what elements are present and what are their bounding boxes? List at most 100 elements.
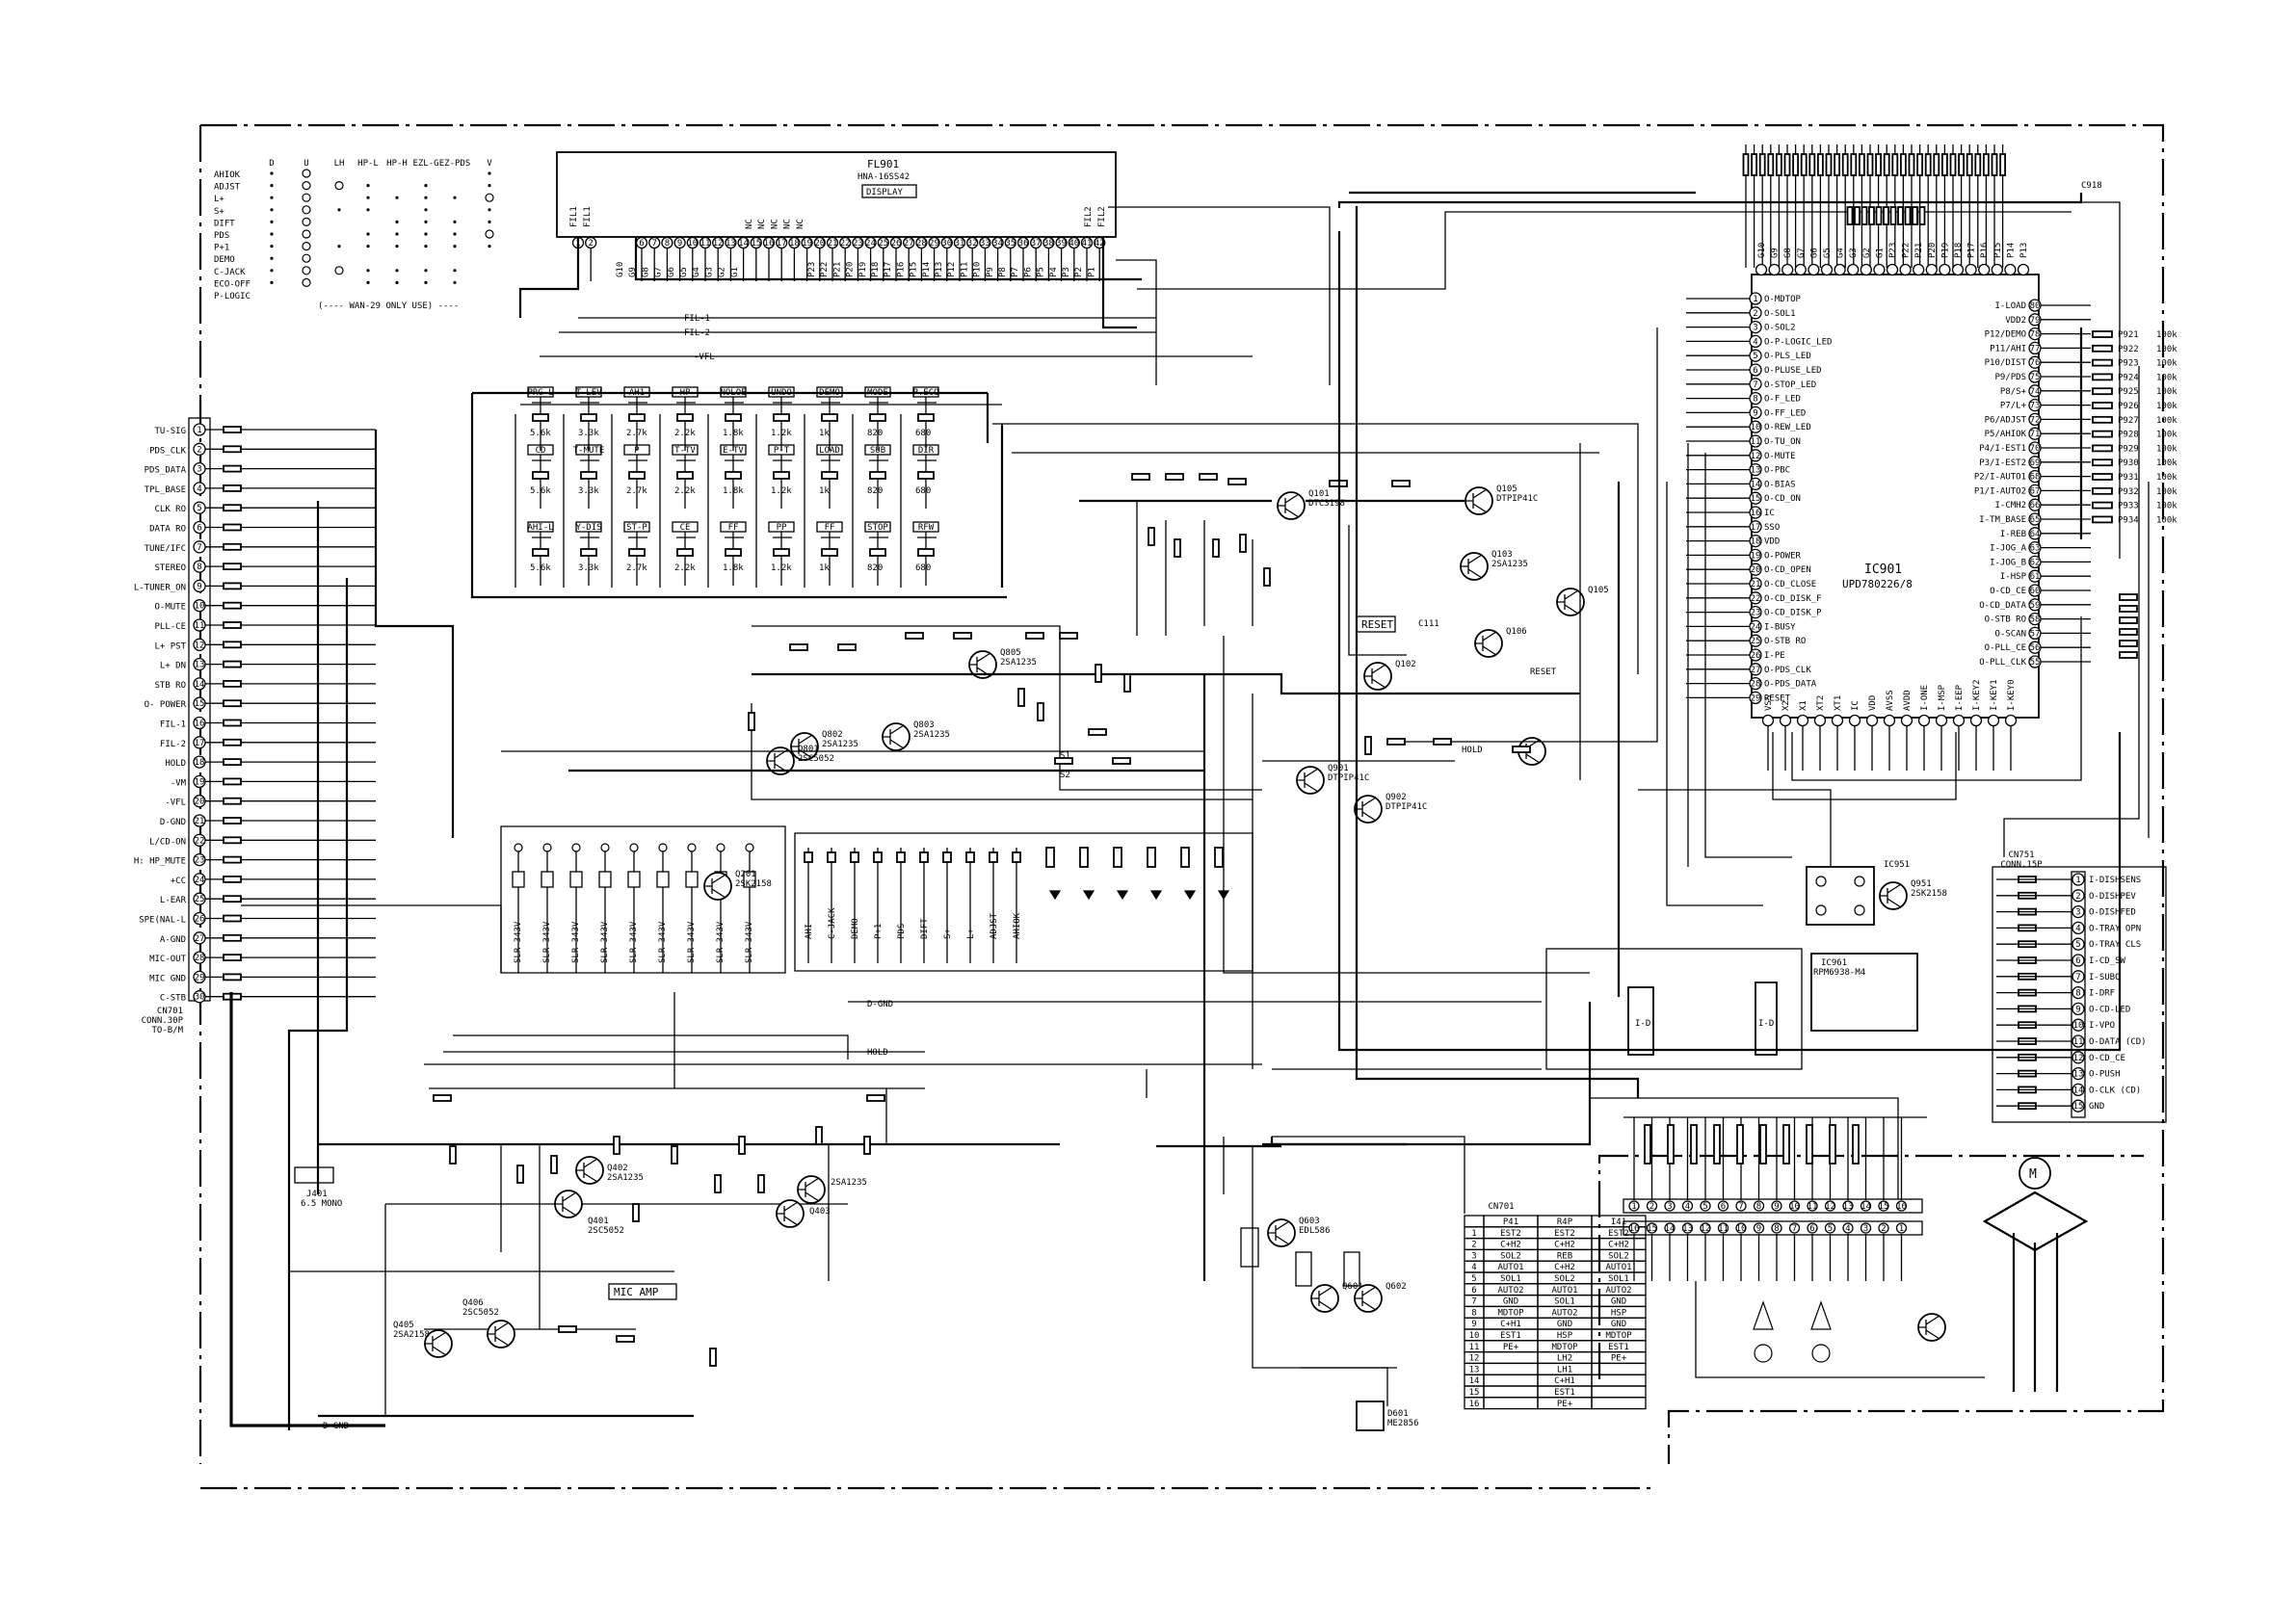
fan-resistor	[1841, 153, 1849, 176]
ladder-resistor	[676, 413, 694, 422]
display-pin-number: 20	[814, 239, 825, 249]
ic-left-pin-label: RESET	[1764, 694, 1791, 703]
display-seg-label: P16	[896, 262, 906, 277]
display-grid-label: G9	[628, 267, 638, 277]
led-function: P+1	[874, 924, 884, 939]
legend-col-label: LH	[334, 159, 345, 169]
pin-number: 27	[1751, 666, 1761, 675]
led	[571, 843, 581, 852]
deck-pin	[1842, 1222, 1854, 1234]
fan-resistor	[1825, 153, 1833, 176]
ic-top-pin	[2017, 263, 2030, 276]
display-pin-number: 35	[1005, 239, 1016, 249]
deck-resistor	[1690, 1124, 1698, 1165]
ic-right-pin-label: P9/PDS	[1994, 373, 2026, 382]
pin-number: 6	[1753, 366, 1757, 376]
display-pin-number: 10	[687, 239, 698, 249]
display-seg-label: P13	[935, 262, 944, 277]
table-cell-text: PE+	[1611, 1354, 1627, 1364]
pin-number: 1	[1753, 295, 1757, 304]
q405-part: 2SA2158	[393, 1330, 430, 1340]
ic-left-pin-label: O-SOL1	[1764, 309, 1796, 319]
fan-resistor	[1742, 153, 1750, 176]
pin-number: 5	[197, 504, 201, 513]
pin-number: 66	[2030, 501, 2041, 510]
deck-pin	[1717, 1200, 1729, 1212]
ic-top-pin	[1847, 263, 1860, 276]
deck-pin-number: 15	[1879, 1202, 1889, 1212]
pin-number: 6	[2075, 956, 2080, 966]
ic-left-pin-label: I-PE	[1764, 651, 1785, 661]
pin-number: 18	[195, 758, 205, 768]
display-pin-number: 17	[777, 239, 787, 249]
deck-pin	[1664, 1200, 1676, 1212]
ic-top-pin	[1899, 263, 1912, 276]
ic-bottom-pin-label: AVSS	[1886, 690, 1895, 711]
display-fil-label: FIL1	[569, 206, 579, 227]
led-resistor	[827, 851, 836, 863]
connector-pin-label: DATA RO	[149, 525, 186, 535]
connector-pin-label: O-TRAY CLS	[2089, 940, 2141, 950]
pullup-value: 100k	[2156, 444, 2177, 454]
fan-resistor	[1889, 206, 1897, 225]
fan-resistor	[1854, 206, 1861, 225]
led-box	[598, 871, 612, 888]
connector-pin-label: O-TRAY OPN	[2089, 924, 2141, 933]
resistor	[223, 504, 242, 512]
table-cell-text: GND	[1557, 1320, 1572, 1329]
pin-number: 7	[1753, 380, 1757, 390]
diode	[1183, 890, 1197, 901]
legend-dot	[424, 245, 428, 249]
pullup-value: 100k	[2156, 515, 2177, 525]
connector-pin-label: O-CD_CE	[2089, 1054, 2125, 1063]
display-bus	[518, 191, 2083, 385]
pullup-ref: P932	[2118, 487, 2139, 497]
resistor	[1148, 527, 1155, 546]
cap	[2119, 628, 2138, 636]
resistor	[616, 1335, 635, 1343]
legend-row-label: DIFT	[214, 219, 235, 228]
ic-top-pin	[2004, 263, 2017, 276]
resistor-value: 680	[915, 429, 931, 438]
pin-number: 10	[195, 602, 205, 612]
pin-number: 21	[195, 817, 205, 826]
q406-ref: Q406	[462, 1298, 484, 1308]
transistor-ref: Q101	[1308, 489, 1330, 499]
legend-row-label: DEMO	[214, 255, 235, 265]
switch-name: P	[634, 446, 640, 456]
fan-resistor	[1897, 206, 1904, 225]
pin-number: 18	[1751, 537, 1761, 547]
ic-right-pin-label: O-CD_CE	[1990, 587, 2026, 596]
legend-dot	[488, 208, 491, 212]
connector-pin-label: FIL-2	[160, 740, 186, 749]
relay-block	[1806, 866, 1875, 926]
switch-name: SUB	[870, 446, 885, 456]
led-frame	[500, 825, 786, 974]
transistor-body	[883, 724, 905, 749]
cap	[2119, 640, 2138, 647]
resistor	[1147, 847, 1156, 868]
ladder-resistor	[725, 413, 742, 422]
switch-name: AHI-L	[527, 523, 553, 533]
ic-bottom-pin	[1883, 714, 1896, 727]
fan-resistor	[1783, 153, 1791, 176]
legend-dot	[270, 280, 274, 284]
mid-wire	[1272, 1136, 1465, 1214]
display-seg-label: P11	[960, 262, 969, 277]
connector-pin-label: MIC-OUT	[149, 955, 187, 964]
legend-row-label: AHIOK	[214, 170, 241, 180]
deck-pin-number: 16	[1896, 1202, 1907, 1212]
legend-open-dot	[302, 181, 311, 191]
transistor-body	[1355, 797, 1377, 822]
ic-right-pin-label: O-PLL_CE	[1985, 643, 2026, 653]
resistor	[757, 1174, 765, 1193]
table-cell-text: HSP	[1557, 1331, 1573, 1341]
ic-top-pin-label: G3	[1849, 248, 1859, 258]
relay-pin	[1854, 904, 1865, 916]
connector-pin-label: H: HP_MUTE	[134, 857, 186, 867]
ic961-ref: IC961	[1821, 958, 1847, 968]
display-fil-label: FIL1	[583, 206, 593, 227]
table-cell-text: C+H2	[1554, 1241, 1575, 1250]
